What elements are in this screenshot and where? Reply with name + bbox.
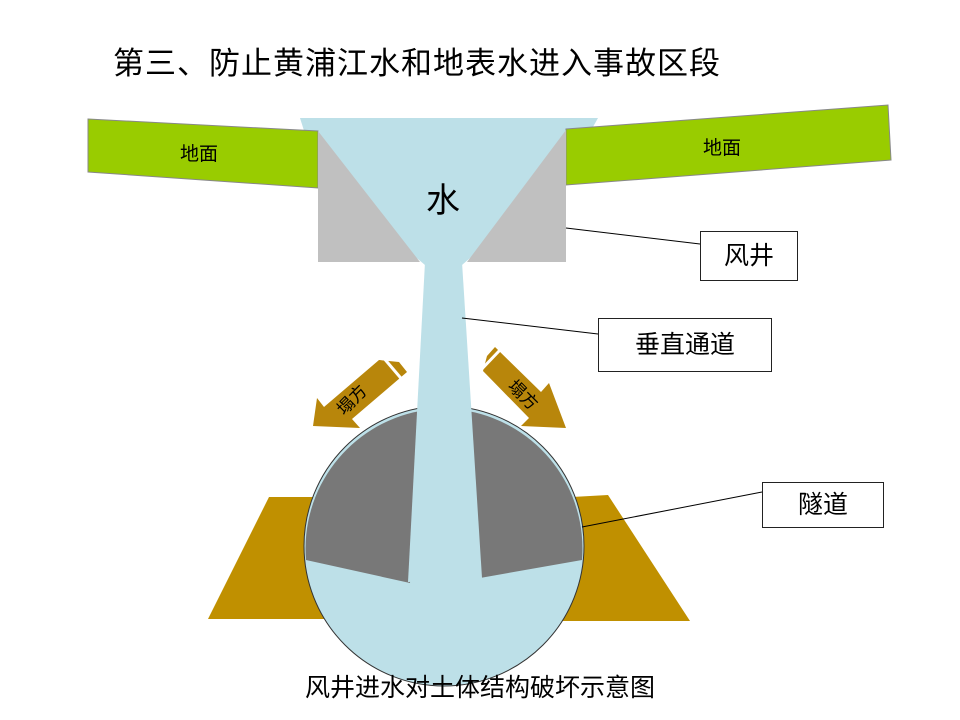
collapse-arrow-right [476, 347, 566, 428]
diagram-caption: 风井进水对土体结构破坏示意图 [304, 673, 655, 702]
tunnel-callout: 隧道 [762, 482, 884, 528]
tunnel-soil-left [305, 411, 420, 583]
water-label: 水 [426, 181, 460, 221]
slide-title: 第三、防止黄浦江水和地表水进入事故区段 [113, 46, 721, 82]
shaft-leader-line [565, 227, 701, 245]
ground-label-right: 地面 [703, 137, 741, 159]
collapse-arrow-left [313, 355, 407, 428]
vertical-channel-callout: 垂直通道 [598, 318, 772, 372]
tunnel-soil-right [468, 411, 583, 578]
shaft-callout: 风井 [700, 231, 798, 281]
vertical-channel [408, 262, 482, 582]
shaft-right-wall [467, 130, 566, 262]
ground-label-left: 地面 [180, 143, 218, 165]
water-funnel [300, 118, 598, 265]
tunnel-leader-line [581, 491, 763, 528]
shaft-left-wall [318, 131, 420, 262]
channel-leader-line [461, 317, 599, 335]
soil-left [208, 497, 335, 619]
